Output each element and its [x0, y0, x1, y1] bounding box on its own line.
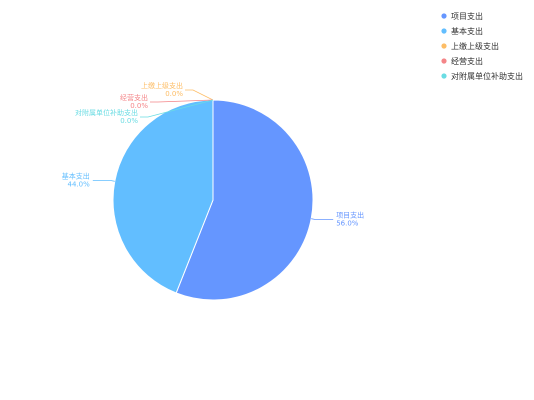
legend-label: 基本支出: [451, 26, 483, 36]
callout-line: [140, 99, 214, 118]
callout-line: [92, 180, 115, 182]
callout-percent: 44.0%: [68, 181, 91, 189]
legend-label: 经营支出: [451, 56, 483, 66]
callout-percent: 0.0%: [130, 102, 148, 110]
callout-name: 基本支出: [62, 172, 90, 181]
callout-name: 上缴上级支出: [141, 81, 183, 90]
legend-item[interactable]: 上缴上级支出: [441, 41, 499, 51]
legend-marker: [441, 73, 447, 79]
legend-label: 上缴上级支出: [451, 41, 499, 51]
slice-callouts: 项目支出56.0%基本支出44.0%上缴上级支出0.0%经营支出0.0%对附属单…: [62, 81, 364, 228]
legend-item[interactable]: 项目支出: [441, 11, 483, 21]
pie-slices: [112, 99, 314, 301]
legend-marker: [441, 58, 447, 64]
legend-item[interactable]: 对附属单位补助支出: [441, 71, 523, 81]
legend-item[interactable]: 经营支出: [441, 56, 483, 66]
callout-percent: 56.0%: [336, 220, 359, 228]
legend-marker: [441, 43, 447, 49]
callout-line: [311, 218, 334, 220]
callout-line: [150, 99, 214, 103]
legend-label: 对附属单位补助支出: [451, 71, 523, 81]
callout-name: 经营支出: [120, 93, 148, 102]
legend-item[interactable]: 基本支出: [441, 26, 483, 36]
legend-marker: [441, 13, 447, 19]
callout-name: 项目支出: [336, 211, 364, 220]
legend-marker: [441, 28, 447, 34]
pie-slice[interactable]: [175, 99, 314, 301]
callout-name: 对附属单位补助支出: [75, 108, 138, 117]
callout-percent: 0.0%: [165, 90, 183, 98]
callout-line: [185, 89, 214, 101]
legend-label: 项目支出: [451, 11, 483, 21]
callout-percent: 0.0%: [120, 117, 138, 125]
